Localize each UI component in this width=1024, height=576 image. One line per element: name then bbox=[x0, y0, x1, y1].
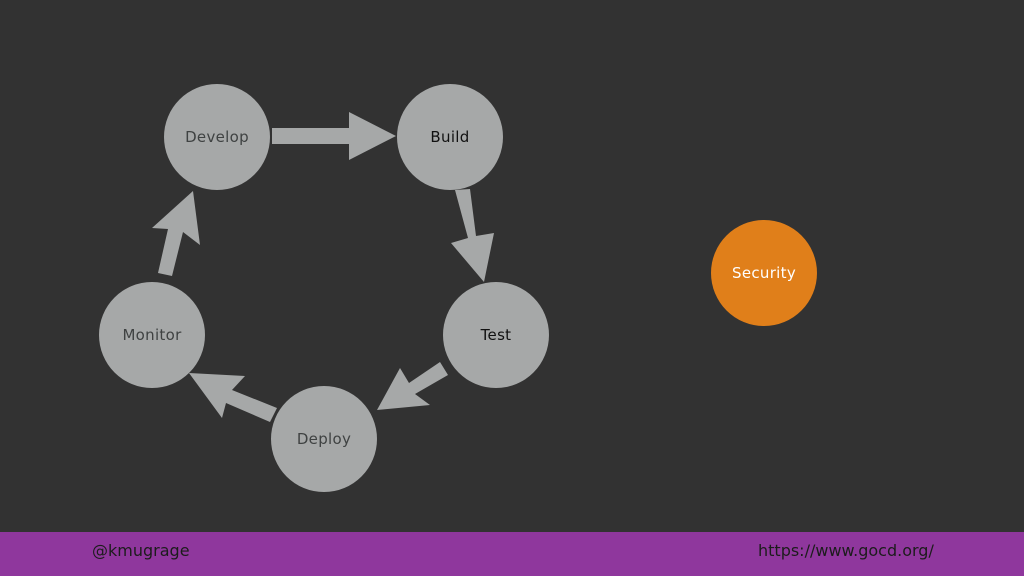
node-test-label: Test bbox=[480, 326, 512, 344]
node-monitor: Monitor bbox=[99, 282, 205, 388]
node-security-label: Security bbox=[732, 264, 796, 282]
node-build-label: Build bbox=[430, 128, 470, 146]
node-test: Test bbox=[443, 282, 549, 388]
arrow-build-to-test bbox=[451, 189, 494, 282]
node-deploy: Deploy bbox=[271, 386, 377, 492]
node-security: Security bbox=[711, 220, 817, 326]
node-deploy-label: Deploy bbox=[296, 430, 352, 448]
devops-cycle-diagram: Develop Build Test Deploy Monitor Securi… bbox=[99, 84, 817, 492]
cycle-arrows bbox=[152, 112, 494, 422]
node-build: Build bbox=[397, 84, 503, 190]
footer-bar: @kmugrage https://www.gocd.org/ bbox=[0, 532, 1024, 576]
node-develop-label: Develop bbox=[185, 128, 249, 146]
arrow-test-to-deploy bbox=[377, 362, 448, 410]
arrow-deploy-to-monitor bbox=[189, 373, 277, 422]
arrow-monitor-to-develop bbox=[152, 191, 200, 276]
node-monitor-label: Monitor bbox=[122, 326, 182, 344]
footer-url[interactable]: https://www.gocd.org/ bbox=[758, 541, 934, 560]
footer-handle: @kmugrage bbox=[92, 541, 190, 560]
node-develop: Develop bbox=[164, 84, 270, 190]
arrow-develop-to-build bbox=[272, 112, 396, 160]
